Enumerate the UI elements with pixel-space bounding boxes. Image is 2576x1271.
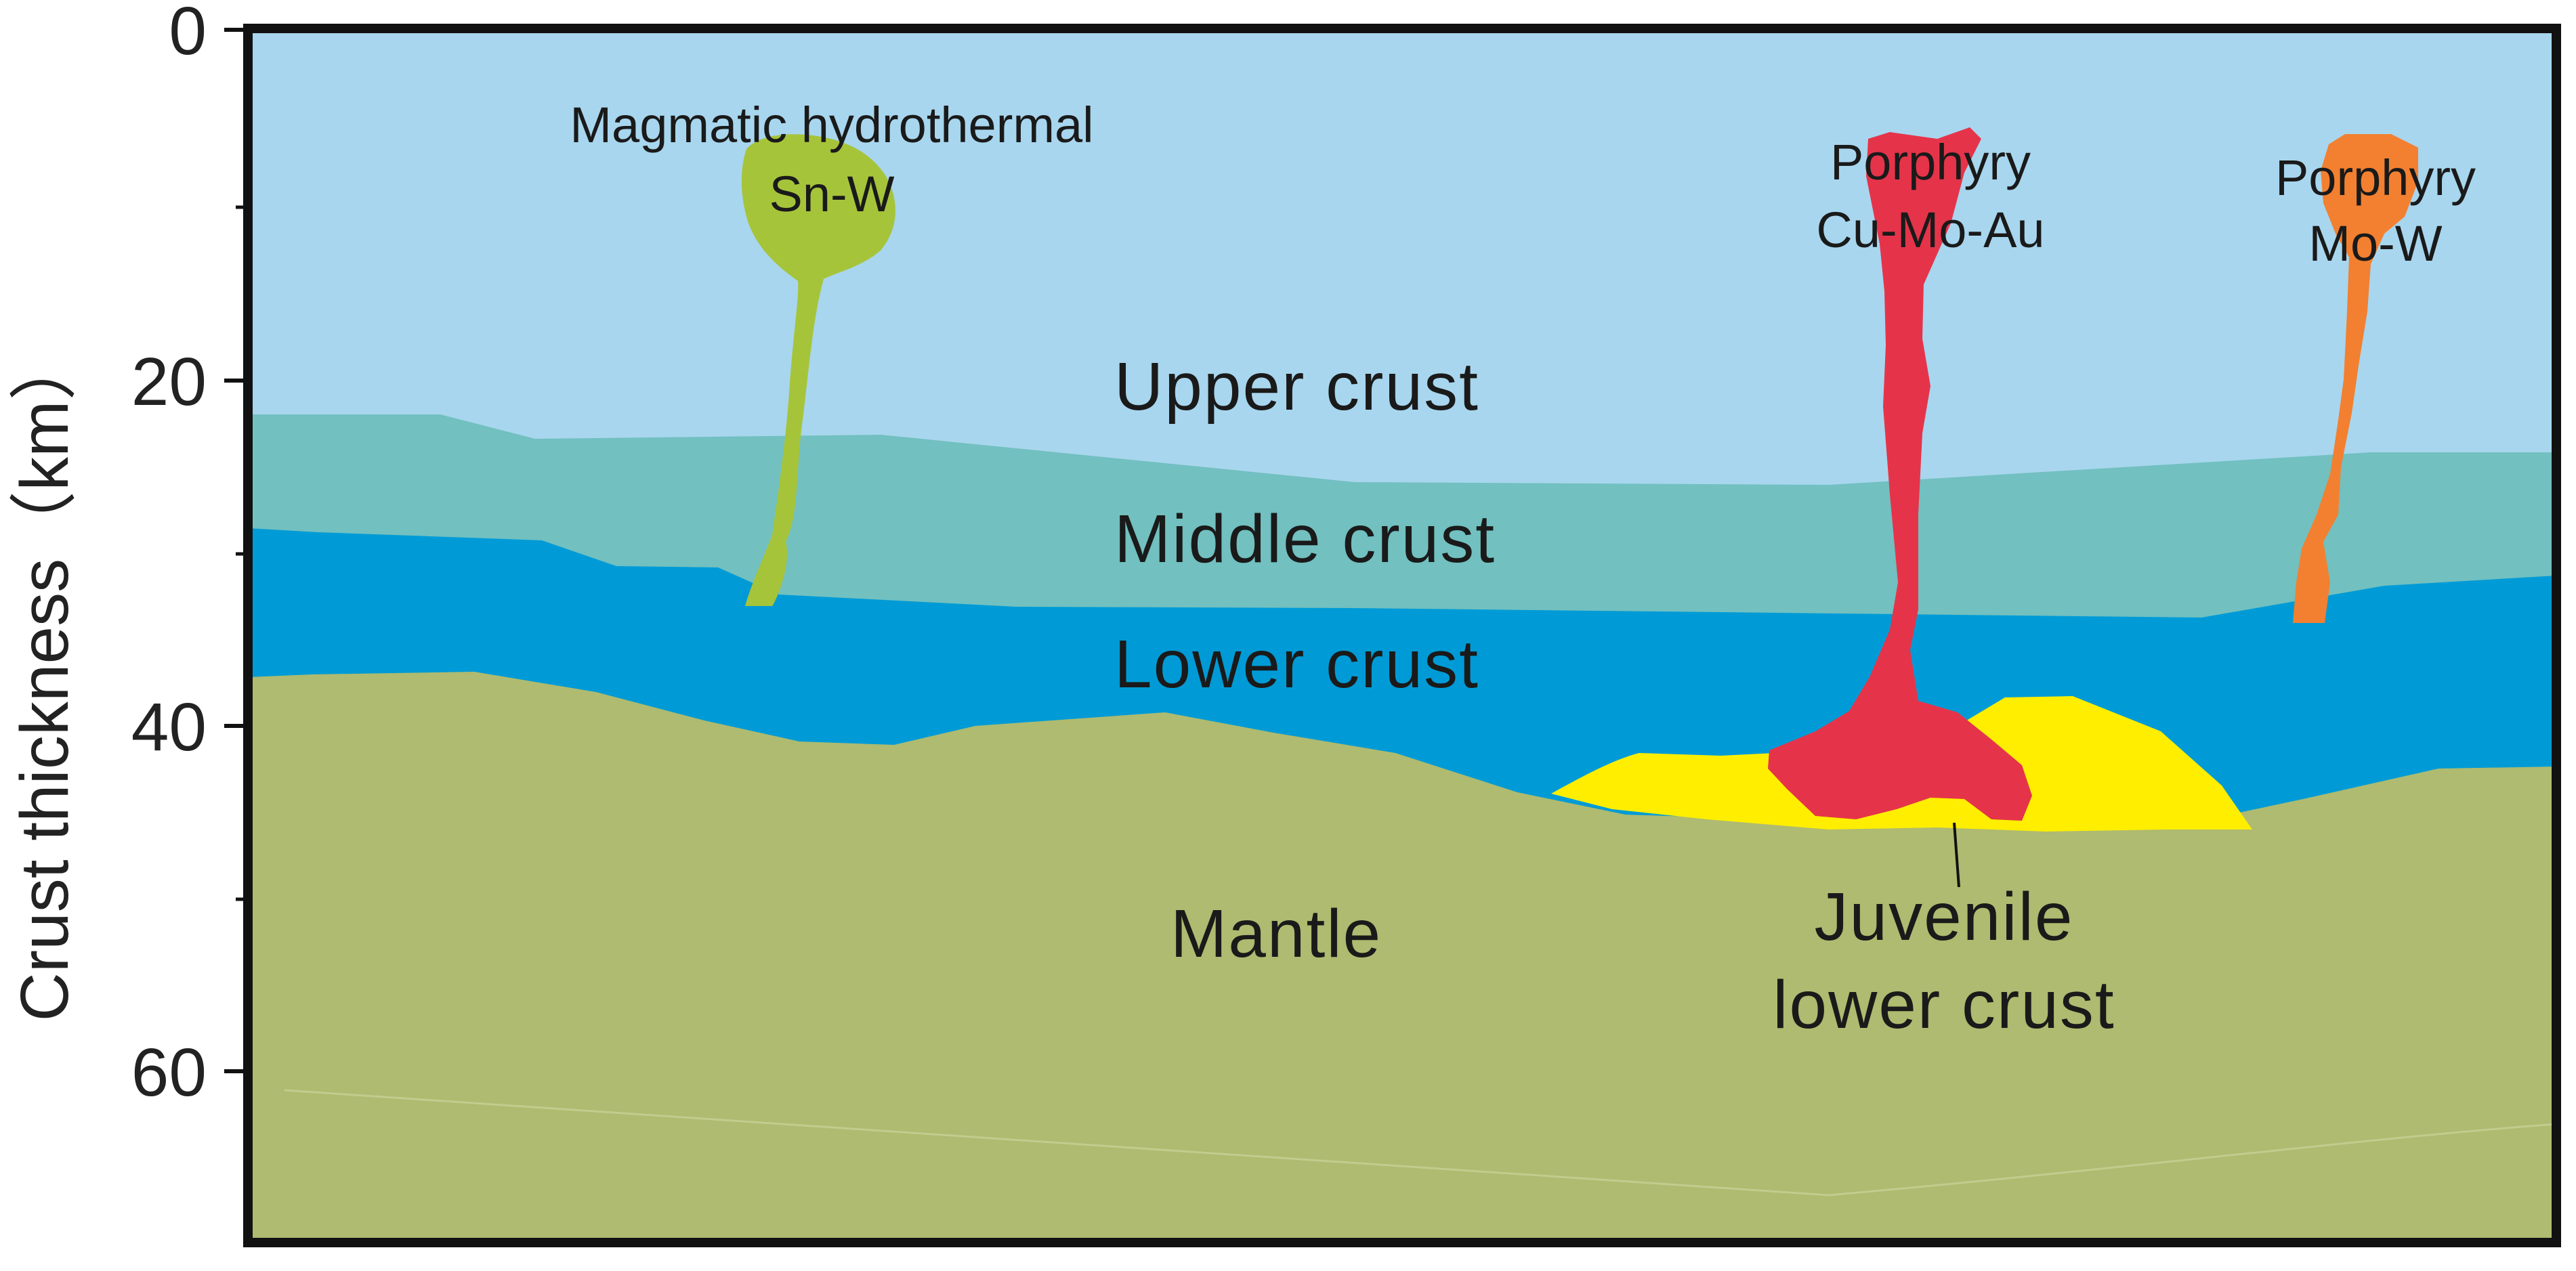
juvenile-label-line2: lower crust — [1773, 967, 2115, 1043]
mo-w-intrusion — [2293, 134, 2418, 623]
juvenile-label-line1: Juvenile — [1815, 879, 2074, 955]
cu-mo-au-label-line2: Cu-Mo-Au — [1816, 202, 2044, 258]
y-axis-title: Crust thickness（km） — [7, 333, 83, 1022]
sn-w-label-line1: Magmatic hydrothermal — [570, 97, 1093, 153]
sn-w-intrusion — [741, 134, 895, 606]
upper-crust-label: Upper crust — [1114, 349, 1479, 425]
y-tick-label-20: 20 — [131, 344, 207, 420]
lower-crust-label: Lower crust — [1114, 626, 1479, 702]
y-tick-label-40: 40 — [131, 689, 207, 765]
mo-w-label-line2: Mo-W — [2308, 215, 2442, 272]
mantle-layer — [248, 672, 2556, 1243]
mantle-label: Mantle — [1170, 896, 1382, 972]
y-tick-label-60: 60 — [131, 1035, 207, 1111]
sn-w-label-line2: Sn-W — [769, 166, 895, 222]
cu-mo-au-intrusion — [1768, 127, 2032, 821]
y-tick-label-0: 0 — [169, 0, 207, 69]
juvenile-leader-line — [1953, 822, 1960, 888]
cu-mo-au-label-line1: Porphyry — [1830, 134, 2031, 190]
mo-w-label-line1: Porphyry — [2275, 150, 2476, 206]
mantle-horizon-line — [284, 1089, 2557, 1197]
middle-crust-label: Middle crust — [1114, 501, 1496, 577]
diagram-frame — [243, 24, 2561, 1247]
